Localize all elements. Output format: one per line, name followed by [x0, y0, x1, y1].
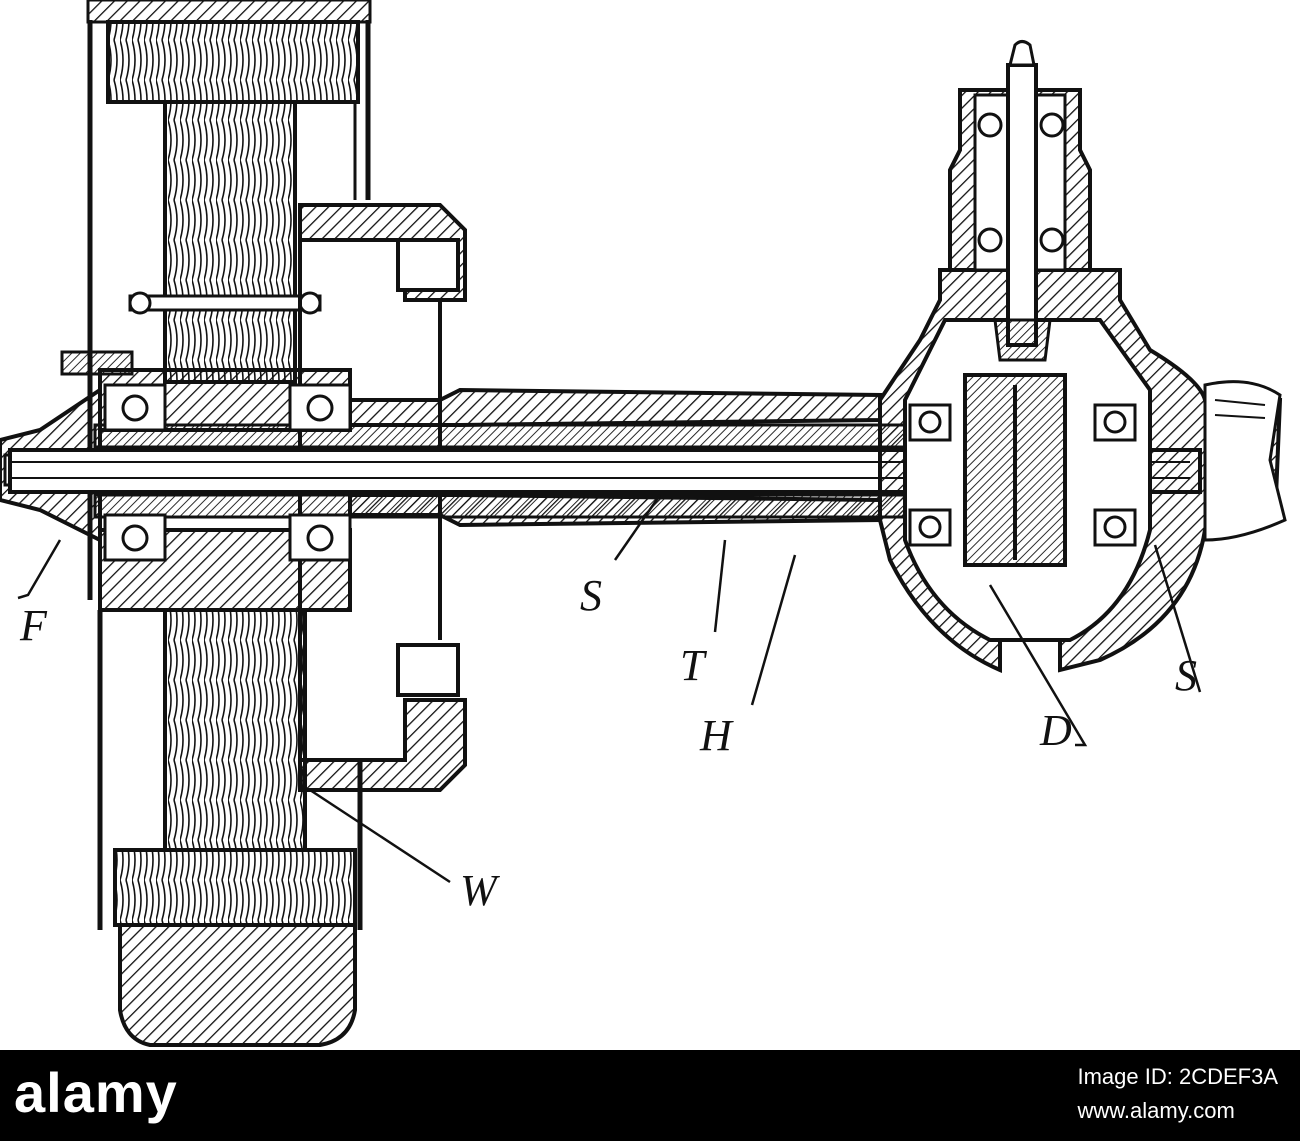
rear-axle-section-diagram: F S T H W D S	[0, 0, 1287, 1047]
leader-F	[17, 539, 62, 600]
footer-caption: Image ID: 2CDEF3A www.alamy.com	[1077, 1060, 1278, 1128]
leader-T	[713, 539, 727, 633]
tire-top	[86, 0, 372, 24]
hub-stud	[60, 350, 134, 376]
leader-S-left	[613, 494, 662, 561]
part-labels: F S T H W D S	[19, 571, 1197, 915]
leader-S-right	[1153, 544, 1202, 693]
label-D: D	[1039, 706, 1072, 755]
label-T: T	[680, 641, 708, 690]
leader-D	[988, 584, 1088, 747]
label-W: W	[460, 866, 500, 915]
brake-drum	[298, 203, 467, 792]
tire-bottom	[118, 923, 357, 1047]
felloe-bottom	[113, 848, 357, 927]
site-link[interactable]: www.alamy.com	[1077, 1098, 1235, 1123]
leader-W	[309, 788, 451, 884]
differential-housing	[878, 40, 1287, 674]
footer-bar: alamy Image ID: 2CDEF3A www.alamy.com	[0, 1050, 1300, 1141]
spoke-bottom	[163, 608, 307, 852]
label-F: F	[19, 601, 48, 650]
wheel-bearings	[103, 383, 352, 562]
leader-H	[750, 554, 797, 706]
felloe-top	[106, 20, 360, 104]
label-H: H	[699, 711, 734, 760]
alamy-logo: alamy	[14, 1061, 178, 1124]
spoke-top	[163, 100, 297, 384]
image-id-label: Image ID: 2CDEF3A	[1077, 1064, 1278, 1089]
label-S-right: S	[1175, 651, 1197, 700]
label-S-left: S	[580, 571, 602, 620]
leader-lines	[17, 494, 1202, 884]
wheel	[60, 0, 372, 1047]
hub-bolt	[128, 294, 322, 312]
